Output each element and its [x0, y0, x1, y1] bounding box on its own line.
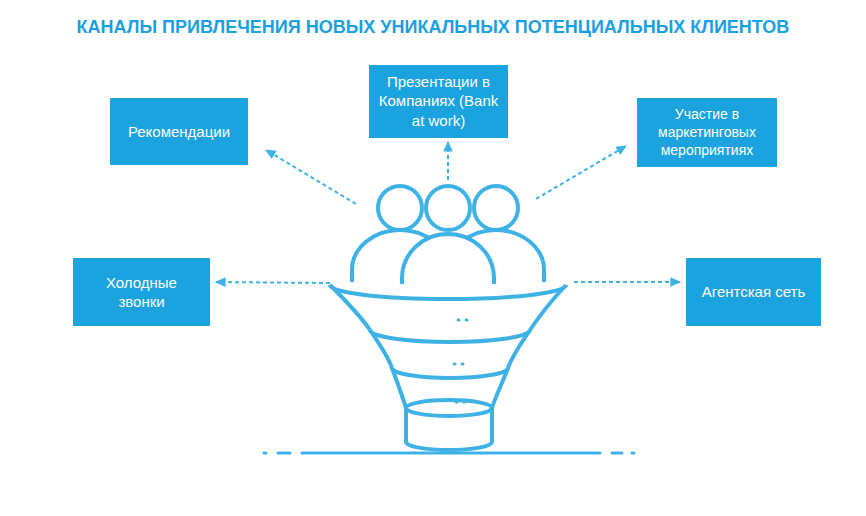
- ground-line: [264, 452, 634, 455]
- dot: [464, 401, 465, 404]
- dot: [462, 363, 463, 366]
- head: [378, 186, 422, 230]
- channel-label: Холодные звонки: [81, 273, 202, 312]
- node-texts: Рекомендации: [128, 122, 230, 142]
- channel-label: Участие в маркетинговых мероприятиях: [645, 105, 769, 160]
- dashed-arrow: [574, 281, 680, 283]
- funnel: [330, 285, 566, 450]
- diagram-title: КАНАЛЫ ПРИВЛЕЧЕНИЯ НОВЫХ УНИКАЛЬНЫХ ПОТЕ…: [0, 17, 866, 38]
- channel-box: Рекомендации: [110, 98, 248, 165]
- channel-box: Агентская сеть: [686, 258, 821, 326]
- funnel-side: [492, 368, 508, 408]
- dot: [456, 401, 457, 404]
- funnel-side: [530, 285, 566, 330]
- funnel-ring: [392, 368, 508, 378]
- channel-box: Участие в маркетинговых мероприятиях: [637, 98, 777, 167]
- body: [402, 234, 494, 284]
- funnel-rim: [330, 285, 566, 299]
- ground-dash: [278, 452, 290, 455]
- funnel-side: [392, 368, 406, 408]
- dashed-arrow: [536, 146, 626, 199]
- node-texts: Участие в маркетинговых мероприятиях: [645, 105, 769, 160]
- ground-dash: [612, 452, 622, 455]
- node-texts: Агентская сеть: [702, 282, 806, 302]
- dashed-arrow: [447, 142, 449, 180]
- funnel-side: [508, 330, 530, 368]
- dot: [458, 319, 459, 322]
- funnel-dots: [454, 320, 467, 402]
- channel-label: Агентская сеть: [702, 282, 806, 302]
- channel-label: Презентации в Компаниях (Bank at work): [377, 72, 500, 131]
- dashed-arrows: [216, 142, 680, 283]
- channel-box: Холодные звонки: [73, 258, 210, 326]
- funnel-ring: [370, 330, 530, 342]
- dashed-arrow: [216, 282, 330, 283]
- ground-dash: [302, 452, 600, 455]
- node-texts: Презентации в Компаниях (Bank at work): [377, 72, 500, 131]
- people-icon: [352, 186, 544, 284]
- ground-dash: [632, 452, 634, 455]
- dot: [454, 363, 455, 366]
- ground-dash: [264, 452, 266, 455]
- channel-label: Рекомендации: [128, 122, 230, 142]
- head: [474, 186, 518, 230]
- funnel-ring: [406, 400, 492, 416]
- funnel-base: [406, 408, 492, 450]
- dot: [466, 319, 467, 322]
- dashed-arrow: [266, 150, 356, 204]
- channel-box: Презентации в Компаниях (Bank at work): [369, 65, 508, 138]
- funnel-side: [330, 285, 370, 330]
- head: [426, 186, 470, 230]
- funnel-side: [370, 330, 392, 368]
- node-texts: Холодные звонки: [81, 273, 202, 312]
